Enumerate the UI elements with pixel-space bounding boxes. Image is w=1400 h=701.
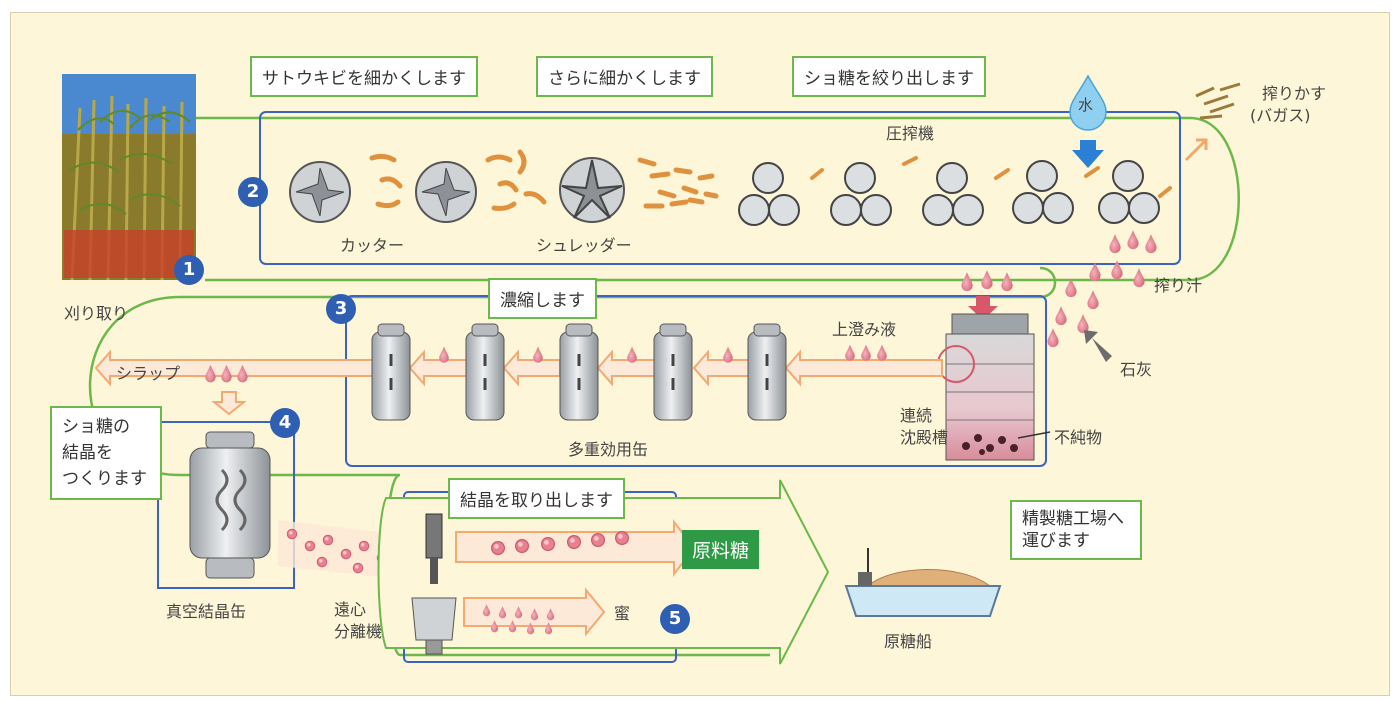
label-clear-juice: 上澄み液 bbox=[832, 320, 897, 339]
bagasse-arrow bbox=[1184, 138, 1208, 162]
label-harvest: 刈り取り bbox=[64, 304, 129, 323]
step3-box bbox=[345, 295, 1047, 467]
callout-crystal-line2: 結晶を bbox=[62, 443, 113, 463]
water-drop-icon bbox=[1069, 74, 1107, 168]
callout-crystal: ショ糖の 結晶を つくります bbox=[50, 406, 162, 500]
sugarcane-photo bbox=[62, 74, 196, 281]
label-clarifier-2: 沈殿槽 bbox=[900, 428, 949, 447]
shredder-machine bbox=[559, 157, 625, 223]
label-centrifuge-2: 分離機 bbox=[334, 622, 383, 641]
label-ship: 原糖船 bbox=[884, 632, 933, 651]
label-centrifuge-1: 遠心 bbox=[334, 600, 367, 619]
label-press: 圧搾機 bbox=[886, 124, 935, 143]
raw-sugar-badge: 原料糖 bbox=[682, 530, 760, 569]
cutter-machine bbox=[289, 161, 477, 223]
step-badge-4: 4 bbox=[270, 408, 300, 438]
step-badge-5: 5 bbox=[660, 604, 690, 634]
label-clarifier-1: 連続 bbox=[900, 406, 933, 425]
evaporator-flow-arrows bbox=[94, 349, 943, 387]
cane-chips bbox=[369, 149, 719, 211]
label-lime: 石灰 bbox=[1120, 360, 1153, 379]
clarifier-tank bbox=[937, 313, 1051, 461]
syrup-down-arrow bbox=[211, 391, 247, 416]
bagasse-icon bbox=[1195, 82, 1241, 120]
label-juice: 搾り汁 bbox=[1154, 276, 1203, 295]
evaporator-cans bbox=[371, 323, 787, 421]
callout-squeeze: ショ糖を絞り出します bbox=[792, 56, 986, 97]
label-syrup: シラップ bbox=[116, 364, 181, 383]
label-evaporator: 多重効用缶 bbox=[568, 440, 649, 459]
callout-crystal-line3: つくります bbox=[62, 469, 147, 489]
label-water: 水 bbox=[1078, 96, 1094, 114]
step-badge-3: 3 bbox=[326, 294, 356, 324]
lime-arrow bbox=[1084, 330, 1112, 362]
callout-chop: サトウキビを細かくします bbox=[250, 56, 478, 97]
step-badge-1: 1 bbox=[174, 255, 204, 285]
label-bagasse-1: 搾りかす bbox=[1262, 84, 1327, 103]
vacuum-pan bbox=[189, 431, 271, 579]
label-shredder: シュレッダー bbox=[536, 236, 632, 255]
label-vacuum-pan: 真空結晶缶 bbox=[166, 602, 247, 621]
step4-box bbox=[157, 421, 295, 589]
centrifuge bbox=[411, 513, 457, 655]
press-rollers bbox=[738, 160, 1160, 226]
callout-refinery-line1: 精製糖工場へ bbox=[1022, 509, 1124, 529]
callout-crystal-line1: ショ糖の bbox=[62, 417, 130, 437]
label-molasses: 蜜 bbox=[614, 604, 631, 623]
callout-refinery: 精製糖工場へ 運びます bbox=[1010, 500, 1142, 560]
callout-finer: さらに細かくします bbox=[536, 56, 713, 97]
label-cutter: カッター bbox=[340, 236, 405, 255]
juice-down-arrow bbox=[968, 296, 998, 320]
pressed-chips bbox=[810, 156, 1172, 198]
label-bagasse-2: (バガス) bbox=[1250, 106, 1311, 125]
step-badge-2: 2 bbox=[238, 177, 268, 207]
callout-concentrate: 濃縮します bbox=[488, 278, 597, 319]
callout-refinery-line2: 運びます bbox=[1022, 531, 1090, 551]
ship-icon bbox=[844, 548, 1002, 617]
label-impurities: 不純物 bbox=[1054, 428, 1103, 447]
callout-extract: 結晶を取り出します bbox=[448, 478, 625, 519]
